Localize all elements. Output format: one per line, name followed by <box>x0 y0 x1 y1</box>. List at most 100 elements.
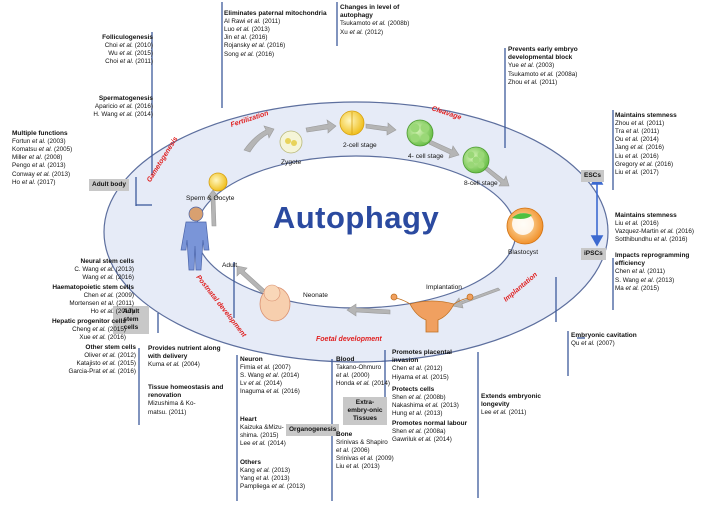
foetus-icon <box>259 284 291 322</box>
reference-entry: Tsukamoto et al. (2008a) <box>508 70 578 78</box>
reference-entry: Inaguma et al. (2016) <box>240 388 300 396</box>
stage-label-two-cell: 2-cell stage <box>343 142 377 149</box>
reference-entry: Mortensen et al. (2011) <box>69 300 134 308</box>
reference-entry: Pampliega et al. (2013) <box>240 483 306 491</box>
stage-label-neonate: Neonate <box>303 292 328 299</box>
reference-entry: Xu et al. (2012) <box>340 28 384 36</box>
reference-entry: Vazquez-Martin et al. (2016) <box>615 228 694 236</box>
stage-arrows <box>206 119 510 317</box>
reference-entry: S. Wang et al. (2013) <box>615 276 675 284</box>
reference-entry: Wu et al. (2015) <box>108 50 153 58</box>
reference-entry: Aparicio et al. (2016) <box>94 103 153 111</box>
reference-entry: Fimia et al. (2007) <box>240 364 291 372</box>
reference-entry: Zhou et al. (2011) <box>508 78 558 86</box>
block-heading: Impacts reprogramming efficiency <box>615 252 690 268</box>
reference-entry: Lee et al. (2011) <box>481 409 527 417</box>
reference-entry: Liu et al. (2016) <box>615 152 659 160</box>
reference-entry: Conway et al. (2013) <box>12 170 71 178</box>
reference-entry: Liu et al. (2017) <box>615 168 659 176</box>
reference-entry: Song et al. (2016) <box>224 50 275 58</box>
reference-entry: shima. (2015) <box>240 432 279 440</box>
reference-entry: Ho et al. (2017) <box>12 178 56 186</box>
reference-entry: Choi et al. (2010) <box>104 42 153 50</box>
stage-label-adult: Adult <box>222 262 238 269</box>
reference-entry: Wang et al. (2016) <box>82 274 134 282</box>
block-heading: Folliculogenesis <box>102 34 153 41</box>
block-heading: Hepatic progenitor cells <box>51 318 126 325</box>
diagram-title: Autophagy <box>272 200 440 235</box>
reference-entry: Nakashima et al. (2013) <box>392 402 459 410</box>
reference-entry: Jang et al. (2016) <box>615 144 665 152</box>
block-heading: Prevents early embryo developmental bloc… <box>508 46 578 62</box>
reference-entry: Fortun et al. (2003) <box>12 138 66 146</box>
reference-entry: Pengo et al. (2013) <box>12 162 66 170</box>
reference-entry: Srinivas et al. (2009) <box>336 455 394 463</box>
reference-entry: Katajisto et al. (2015) <box>76 360 136 368</box>
block-heading: Haematopoietic stem cells <box>52 284 134 291</box>
block-heading: Tissue homeostasis and renovation <box>148 384 224 400</box>
block-heading: Promotes placental invasion <box>392 349 452 365</box>
reference-entry: Komatsu et al. (2005) <box>12 146 73 154</box>
reference-entry: Lee et al. (2014) <box>240 440 286 448</box>
reference-entry: et al. (2006) <box>336 447 370 455</box>
reference-entry: Gawriluk et al. (2014) <box>392 436 452 444</box>
block-heading: Provides nutrient along with delivery <box>148 345 221 361</box>
stage-label-sperm-oocyte: Sperm & Oocyte <box>186 195 235 202</box>
tag-adult-stem-cells: Adult stem cells <box>113 306 149 334</box>
uterus-icon <box>390 293 474 333</box>
tag-extra-embryonic: Extra-embry-onic Tissues <box>343 397 387 425</box>
reference-entry: Shen et al. (2008a) <box>392 428 446 436</box>
reference-entry: Liu et al. (2016) <box>615 220 659 228</box>
reference-entry: Ma et al. (2015) <box>615 284 660 292</box>
block-heading: Maintains stemness <box>615 212 677 219</box>
reference-entry: Tsukamoto et al. (2008b) <box>340 20 410 28</box>
reference-entry: matsu. (2011) <box>148 408 187 416</box>
four-cell-icon <box>406 119 434 147</box>
tag-adult-body: Adult body <box>89 179 129 191</box>
reference-entry: Yang et al. (2013) <box>240 475 290 483</box>
reference-entry: Xue et al. (2016) <box>79 334 126 342</box>
block-heading: Heart <box>240 416 257 423</box>
reference-entry: S. Wang et al. (2014) <box>240 372 300 380</box>
block-heading: Multiple functions <box>12 130 68 137</box>
block-heading: Neural stem cells <box>80 258 134 265</box>
block-heading: Extends embryonic longevity <box>481 393 541 409</box>
reference-entry: Ou et al. (2014) <box>615 136 659 144</box>
block-heading: Embryonic cavitation <box>571 332 637 339</box>
block-heading: Eliminates paternal mitochondria <box>224 10 327 17</box>
block-early-embryo: Prevents early embryo developmental bloc… <box>508 46 608 87</box>
block-heading: Others <box>240 459 261 466</box>
block-heading: Promotes normal labour <box>392 420 468 427</box>
reference-entry: Qu et al. (2007) <box>571 340 615 348</box>
reference-entry: Rojansky et al. (2016) <box>224 42 286 50</box>
reference-entry: Kang et al. (2013) <box>240 467 291 475</box>
reference-entry: Cheng et al. (2015) <box>72 326 126 334</box>
reference-entry: Gregory et al. (2016) <box>615 160 674 168</box>
stage-label-blastocyst: Blastocyst <box>508 249 539 256</box>
stage-label-four-cell: 4- cell stage <box>408 153 444 160</box>
reference-entry: Srinivas & Shapiro <box>336 439 388 447</box>
block-heading: Other stem cells <box>85 344 136 351</box>
reference-entry: C. Wang et al. (2013) <box>74 266 134 274</box>
reference-entry: Miller et al. (2008) <box>12 154 63 162</box>
reference-entry: Al Rawi et al. (2011) <box>224 18 281 26</box>
reference-entry: et al. (2000) <box>336 372 370 380</box>
reference-entry: Oliver et al. (2012) <box>84 352 136 360</box>
reference-entry: Hung et al. (2013) <box>392 410 443 418</box>
tag-organogenesis: Organogenesis <box>286 424 340 436</box>
zygote-icon <box>279 130 303 154</box>
block-heading: Changes in level of autophagy <box>340 4 400 20</box>
adult-human-icon <box>180 206 210 271</box>
reference-entry: Zhou et al. (2011) <box>615 120 665 128</box>
